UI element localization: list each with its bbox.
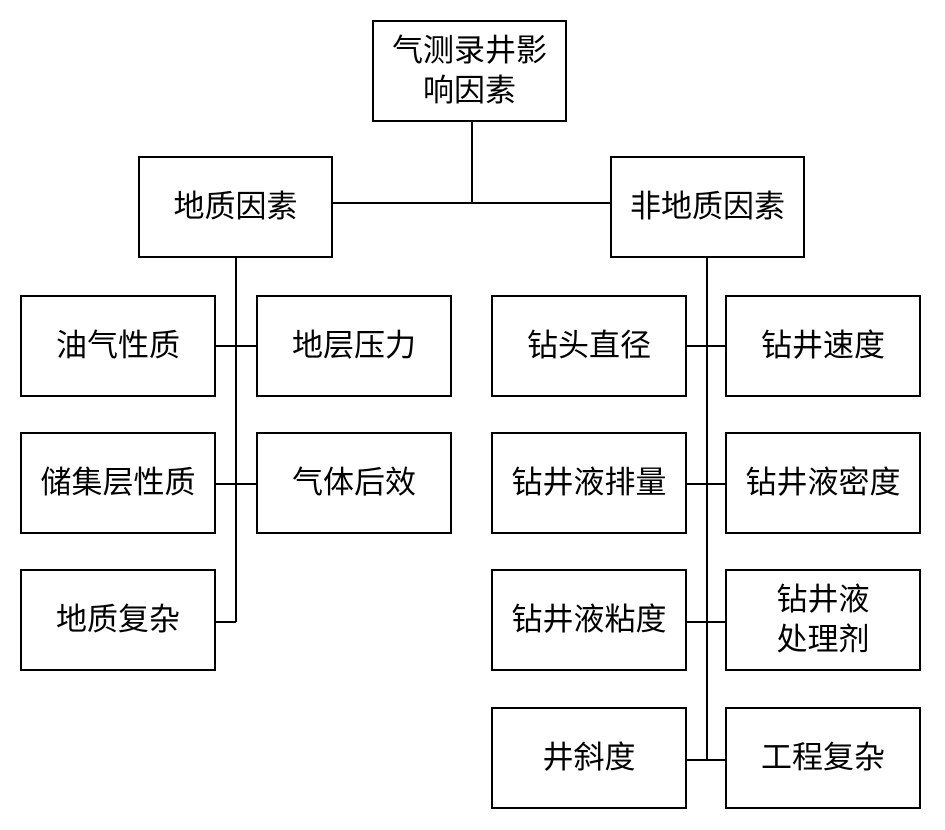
root-label: 气测录井影 响因素 xyxy=(392,33,547,109)
leaf-node: 储集层性质 xyxy=(20,432,216,534)
leaf-node: 钻井液粘度 xyxy=(491,569,687,671)
branch-label-geological: 地质因素 xyxy=(173,189,298,225)
leaf-node: 钻井液 处理剂 xyxy=(725,569,921,671)
leaf-label: 地层压力 xyxy=(292,328,416,364)
leaf-label: 钻井液粘度 xyxy=(511,602,667,638)
branch-node-non-geological: 非地质因素 xyxy=(610,156,805,258)
leaf-node: 地层压力 xyxy=(256,295,452,397)
leaf-label: 油气性质 xyxy=(56,328,180,364)
leaf-label: 气体后效 xyxy=(292,465,416,501)
root-node: 气测录井影 响因素 xyxy=(372,20,567,122)
leaf-node: 钻头直径 xyxy=(491,295,687,397)
leaf-node: 井斜度 xyxy=(491,707,687,809)
leaf-node: 气体后效 xyxy=(256,432,452,534)
leaf-node: 钻井速度 xyxy=(725,295,921,397)
branch-label-non-geological: 非地质因素 xyxy=(630,189,785,225)
leaf-node: 钻井液排量 xyxy=(491,432,687,534)
leaf-label: 工程复杂 xyxy=(761,740,885,776)
leaf-label: 钻井液 处理剂 xyxy=(776,582,870,658)
leaf-label: 地质复杂 xyxy=(56,602,180,638)
leaf-label: 井斜度 xyxy=(542,740,636,776)
branch-node-geological: 地质因素 xyxy=(138,156,333,258)
leaf-label: 钻井液排量 xyxy=(511,465,667,501)
leaf-label: 钻头直径 xyxy=(527,328,651,364)
leaf-label: 储集层性质 xyxy=(40,465,196,501)
leaf-node: 地质复杂 xyxy=(20,569,216,671)
leaf-node: 钻井液密度 xyxy=(725,432,921,534)
leaf-node: 油气性质 xyxy=(20,295,216,397)
leaf-node: 工程复杂 xyxy=(725,707,921,809)
leaf-label: 钻井速度 xyxy=(761,328,885,364)
leaf-label: 钻井液密度 xyxy=(745,465,901,501)
